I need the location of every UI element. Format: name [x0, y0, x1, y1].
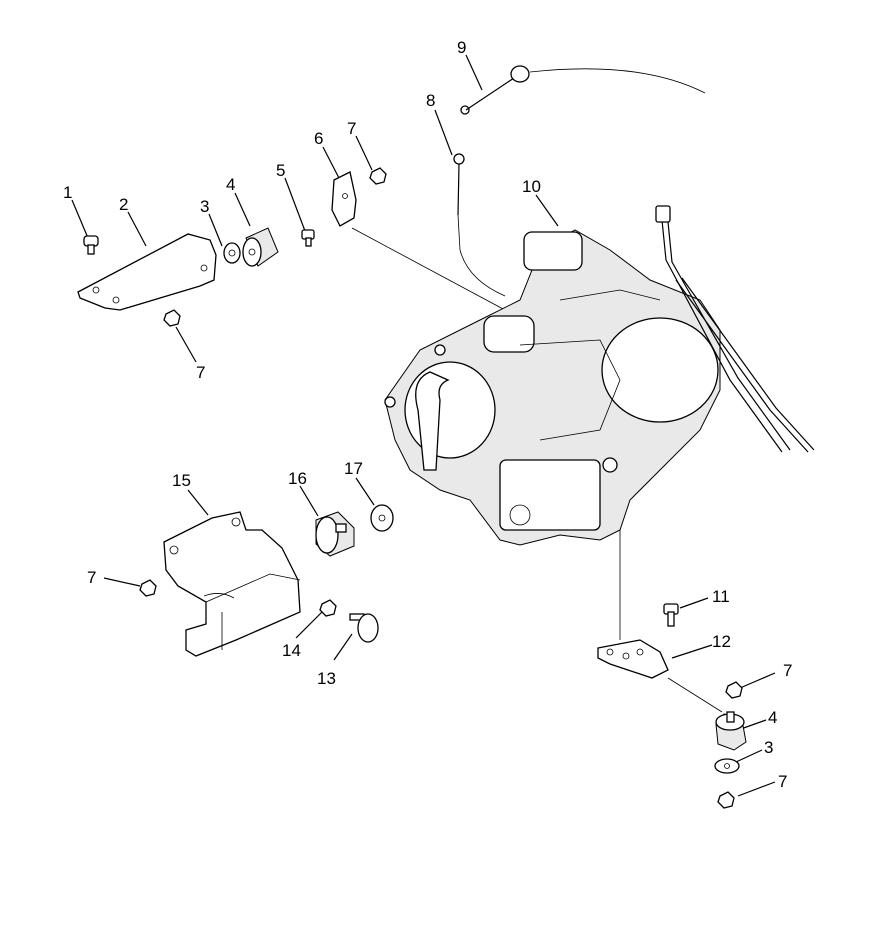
part-4-rubber-mount-lower: [715, 711, 747, 751]
part-7-nut-upper: [369, 167, 387, 185]
part-9-battery-cable: [460, 65, 530, 115]
part-12-bracket: [597, 639, 669, 679]
callout-6: 6: [314, 129, 323, 148]
callout-15: 15: [172, 471, 191, 490]
part-8-ground-cable: [453, 153, 465, 216]
part-7-nut-lower: [163, 309, 181, 327]
callout-13: 13: [317, 669, 336, 688]
leader-lines: [71, 54, 776, 797]
callout-7: 7: [87, 568, 96, 587]
callout-10: 10: [522, 177, 541, 196]
callout-17: 17: [344, 459, 363, 478]
callout-4: 4: [768, 708, 777, 727]
part-16-rubber-mount: [315, 511, 355, 557]
part-14-nut: [319, 599, 337, 617]
part-15-bracket: [163, 511, 301, 657]
part-3-washer-lower: [714, 758, 740, 774]
callout-labels: 1 2 3 4 5 6 7 7 8 9 10 15 16 17 7 14 13 …: [63, 38, 792, 791]
part-6-bracket: [331, 171, 357, 227]
callout-3: 3: [200, 197, 209, 216]
callout-7: 7: [196, 363, 205, 382]
part-7-nut-right-lower: [717, 791, 735, 809]
callout-5: 5: [276, 161, 285, 180]
part-4-rubber-mount: [242, 227, 279, 267]
callout-11: 11: [712, 587, 730, 606]
callout-1: 1: [63, 183, 72, 202]
part-3-washer: [223, 242, 241, 264]
part-10-engine: [384, 229, 721, 546]
callout-14: 14: [282, 641, 301, 660]
part-7-nut-left: [139, 579, 157, 597]
callout-3: 3: [764, 738, 773, 757]
callout-4: 4: [226, 175, 235, 194]
part-1-bolt: [83, 235, 99, 255]
callout-7: 7: [783, 661, 792, 680]
callout-12: 12: [712, 632, 731, 651]
part-2-bracket: [77, 233, 217, 311]
part-13-mount-bolt: [349, 613, 379, 643]
callout-9: 9: [457, 38, 466, 57]
callout-7: 7: [347, 119, 356, 138]
part-11-bolt: [663, 603, 679, 627]
callout-16: 16: [288, 469, 307, 488]
part-7-nut-right-upper: [725, 681, 743, 699]
part-17-washer: [370, 504, 394, 532]
callout-8: 8: [426, 91, 435, 110]
callout-2: 2: [119, 195, 128, 214]
callout-7: 7: [778, 772, 787, 791]
engine-vent-hoses: [655, 205, 815, 453]
part-5-bolt: [301, 229, 315, 247]
